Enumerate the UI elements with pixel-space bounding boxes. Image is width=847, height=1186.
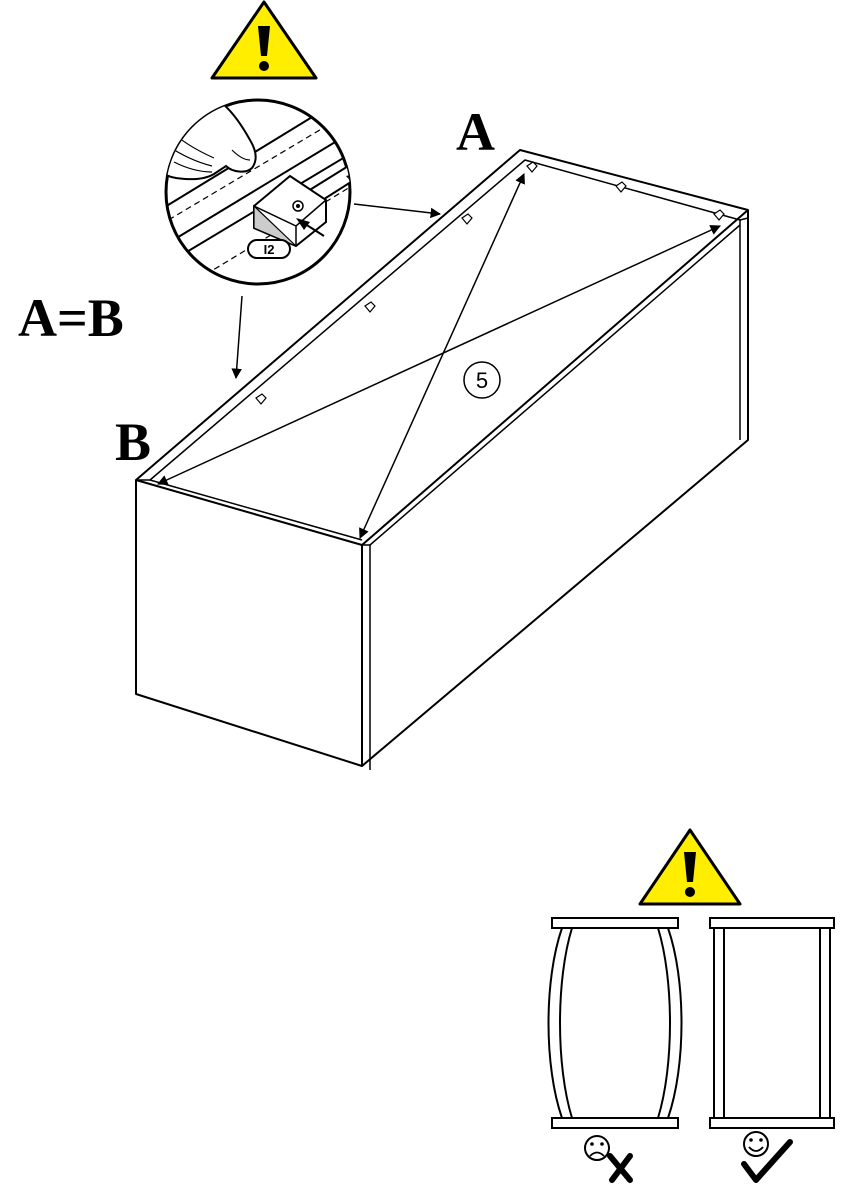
wrong-frame-diagram	[547, 917, 683, 1129]
fitting-icon	[526, 161, 538, 173]
sad-face-cross-icon	[584, 1135, 633, 1183]
fitting-icon	[615, 181, 627, 193]
cabinet-side-panel	[361, 209, 749, 767]
warning-icon	[638, 828, 742, 906]
diagonal-arrows	[157, 173, 721, 539]
part-code-badge: I2	[247, 239, 291, 259]
callout-arrow-a	[353, 203, 442, 219]
fitting-icon	[713, 209, 725, 221]
callout-arrows	[231, 203, 442, 380]
step-number-badge: 5	[463, 361, 501, 399]
fitting-icon	[364, 301, 376, 313]
step-number: 5	[476, 368, 488, 393]
fitting-icon	[255, 393, 267, 405]
part-code: I2	[264, 242, 275, 257]
cabinet-front-panel	[135, 479, 363, 767]
corner-label-a: A	[456, 102, 495, 162]
correct-frame-diagram	[709, 917, 835, 1129]
callout-arrow-b	[231, 295, 243, 380]
corner-label-b: B	[115, 412, 151, 472]
diagonal-b-arrow	[359, 173, 525, 539]
smiley-check-icon	[741, 1131, 793, 1183]
detail-magnifier: I2	[164, 98, 352, 286]
fitting-icon	[461, 213, 473, 225]
warning-icon	[210, 0, 318, 80]
equation-label: A=B	[18, 288, 124, 348]
